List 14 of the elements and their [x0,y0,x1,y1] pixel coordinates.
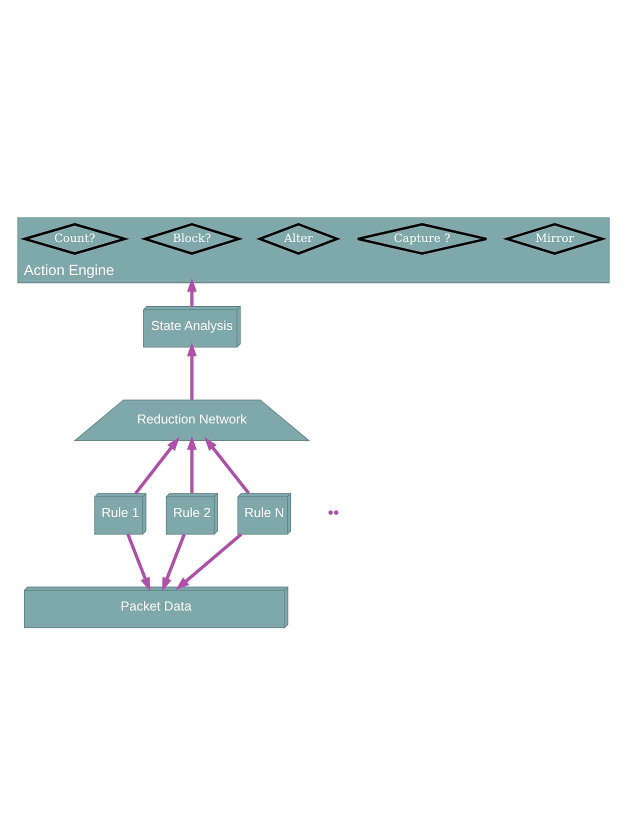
arrow [204,436,250,494]
arrow [187,278,197,306]
arrow [134,436,180,494]
arrow [187,436,197,494]
arrow [162,534,186,592]
node-diamond: Mirror [502,223,607,255]
arrow [176,533,242,590]
node-diamond: Count? [20,223,130,255]
label: •• [328,504,340,522]
arrow [126,534,150,592]
arrow [187,342,197,400]
node-diamond: Alter [256,222,341,255]
node-diamond: Block? [140,223,244,255]
node-diamond: Capture ? [356,223,488,255]
